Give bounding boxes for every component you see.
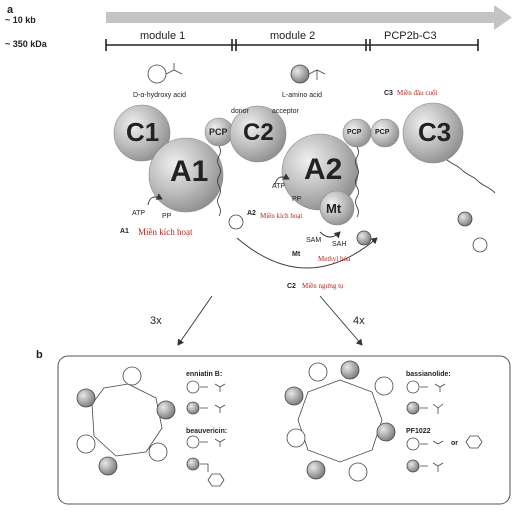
- panel-a-label: a: [7, 4, 14, 16]
- multiplier-right: 4x: [353, 315, 365, 327]
- substrate1-label: D-α-hydroxy acid: [133, 92, 187, 99]
- sam-label: SAM: [306, 237, 322, 244]
- a1-small-label: A1: [120, 228, 129, 235]
- module1-label: module 1: [140, 30, 186, 42]
- module-ruler: [105, 39, 479, 51]
- domain-pcp2b: [370, 118, 400, 148]
- atp1-label: ATP: [132, 210, 146, 217]
- a1-label: A1: [170, 155, 209, 188]
- mt-small-label: Mt: [292, 251, 301, 258]
- macrocycle-left: [76, 366, 176, 476]
- acceptor-label: acceptor: [272, 108, 299, 115]
- module2-label: module 2: [270, 30, 316, 42]
- gene-scale-label: ~ 10 kb: [5, 15, 36, 25]
- beauvericin-label: beauvericin:: [186, 428, 228, 435]
- pp2-label: PP: [292, 196, 302, 203]
- protein-scale-label: ~ 350 kDa: [5, 39, 47, 49]
- pcp2a-label: PCP: [347, 129, 362, 136]
- c1-label: C1: [126, 117, 160, 147]
- c2-red-label: Miền ngưng tụ: [302, 282, 344, 290]
- a2-red-label: Miền kích hoạt: [260, 212, 303, 220]
- panel-b-label: b: [36, 349, 43, 361]
- pp1-label: PP: [162, 213, 172, 220]
- multiplier-left: 3x: [150, 315, 162, 327]
- donor-label: donor: [231, 108, 249, 115]
- enniatin-label: enniatin B:: [186, 371, 223, 378]
- bassianolide-label: bassianolide:: [406, 371, 451, 378]
- c3-small-label: C3: [384, 90, 393, 97]
- bound-substrates: [228, 211, 488, 253]
- a1-red-label: Miền kích hoạt: [138, 227, 193, 237]
- domain-c1: [113, 104, 171, 162]
- c3-red-label: Miền đầu cuối: [397, 89, 438, 97]
- or-label: or: [451, 440, 458, 447]
- sah-label: SAH: [332, 241, 347, 248]
- substrate2-label: L-amino acid: [282, 92, 323, 99]
- pcp1-label: PCP: [209, 127, 228, 137]
- a2-label: A2: [304, 153, 343, 186]
- pf1022-label: PF1022: [406, 428, 431, 435]
- pcp2b-label: PCP: [375, 129, 390, 136]
- tether-arms: [217, 145, 496, 218]
- c3-label: C3: [418, 117, 452, 147]
- atp2-label: ATP: [272, 183, 286, 190]
- panel-b-frame: [57, 355, 511, 505]
- domain-mt: [319, 190, 355, 226]
- mt-label: Mt: [326, 201, 342, 216]
- c2-label: C2: [243, 119, 274, 146]
- a2-small-label: A2: [247, 210, 256, 217]
- module3-label: PCP2b-C3: [384, 30, 437, 42]
- mt-red-label: Methyl hóa: [318, 255, 351, 263]
- legend-right: [406, 380, 483, 473]
- reaction-arrows: [147, 173, 378, 346]
- domain-a1: [148, 137, 224, 213]
- substrate-amino-acid: [290, 64, 326, 84]
- gene-arrow: [106, 5, 512, 30]
- substrate-hydroxy-acid: [147, 63, 183, 84]
- domain-c2: [229, 105, 287, 163]
- macrocycle-right: [284, 360, 396, 482]
- domain-globules: [113, 102, 464, 226]
- c2-small-label: C2: [287, 283, 296, 290]
- legend-left: [186, 380, 226, 487]
- domain-c3: [402, 102, 464, 164]
